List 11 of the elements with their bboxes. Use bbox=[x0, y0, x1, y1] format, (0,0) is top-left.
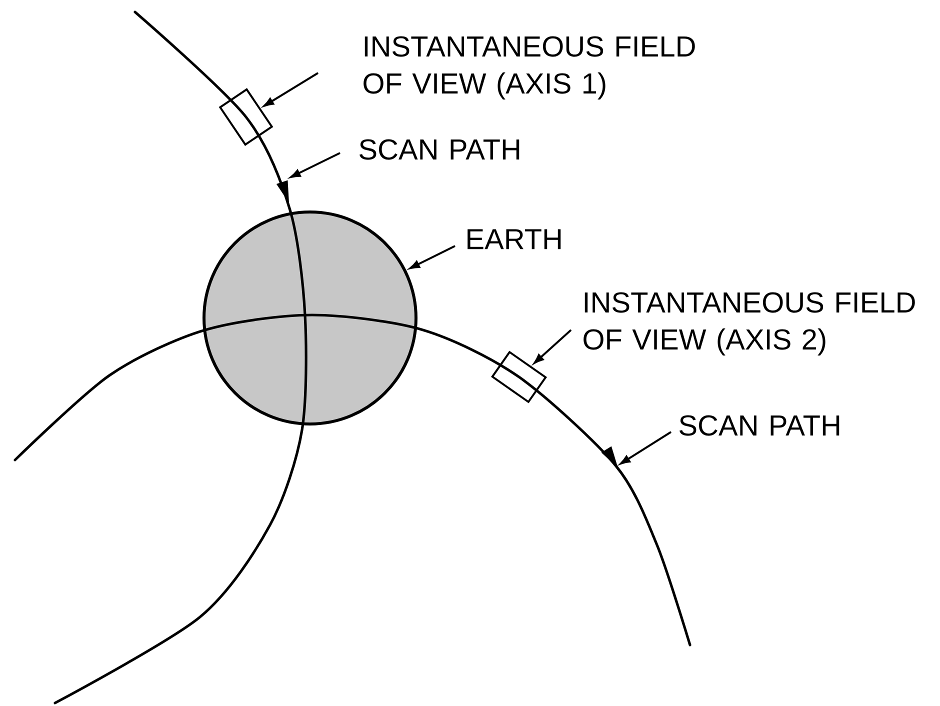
leader-line bbox=[290, 152, 340, 178]
leader-line bbox=[620, 431, 672, 464]
callout-label: EARTH bbox=[468, 229, 561, 250]
callout-label: INSTANTANEOUS FIELD OF VIEW (AXIS 1) bbox=[364, 36, 695, 100]
callout-label: INSTANTANEOUS FIELD OF VIEW (AXIS 2) bbox=[584, 292, 915, 356]
leader-line bbox=[264, 72, 319, 107]
callout-label: SCAN PATH bbox=[680, 415, 840, 436]
callout-label: SCAN PATH bbox=[360, 139, 520, 160]
leader-line bbox=[410, 245, 456, 270]
leader-line bbox=[534, 329, 572, 364]
earth-circle bbox=[202, 210, 418, 426]
